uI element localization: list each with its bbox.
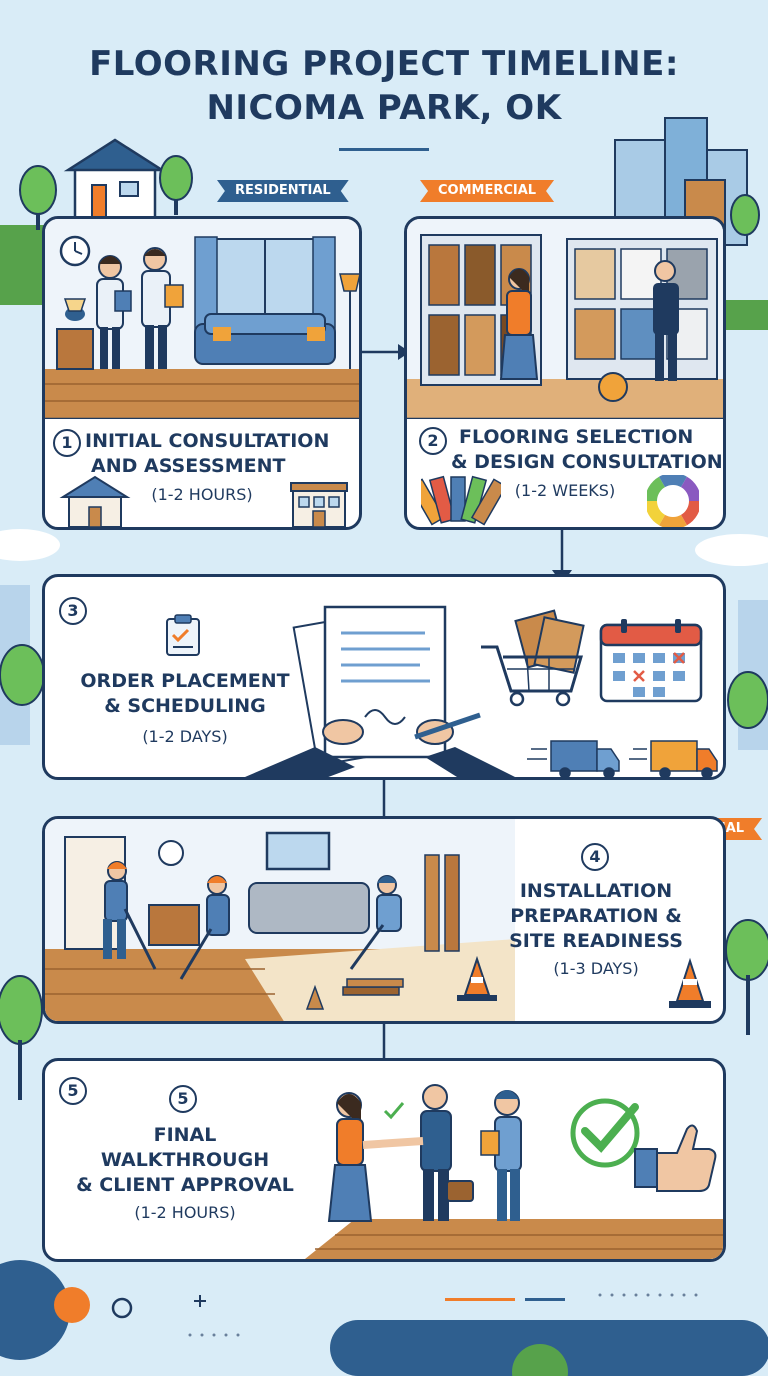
title-line-2: NICOMA PARK, OK bbox=[206, 88, 562, 128]
worker-figures bbox=[103, 861, 402, 980]
consultation-scene bbox=[45, 219, 359, 419]
step-3-title: ORDER PLACEMENT & SCHEDULING bbox=[80, 670, 290, 717]
step-1-number: 1 bbox=[53, 429, 81, 457]
step-5-number: 5 bbox=[59, 1077, 87, 1105]
checkmark-icon bbox=[570, 1098, 640, 1168]
commercial-ribbon: COMMERCIAL bbox=[420, 180, 555, 202]
step-2-number: 2 bbox=[419, 427, 447, 455]
step-1-card: 1 INITIAL CONSULTATION AND ASSESSMENT (1… bbox=[42, 216, 362, 530]
swatch-fan-icon bbox=[421, 475, 501, 526]
traffic-cone-icon bbox=[457, 955, 497, 1001]
step-5-title: FINAL WALKTHROUGH & CLIENT APPROVAL bbox=[76, 1124, 294, 1196]
house-icon bbox=[59, 475, 131, 527]
step-5-duration: (1-2 HOURS) bbox=[134, 1203, 236, 1222]
step-1-title: INITIAL CONSULTATION AND ASSESSMENT bbox=[85, 430, 330, 477]
storefront-icon bbox=[290, 482, 348, 527]
step-4-number: 4 bbox=[581, 843, 609, 871]
step-4-title: INSTALLATION PREPARATION & SITE READINES… bbox=[509, 880, 683, 952]
step-4-card: 4 INSTALLATION PREPARATION & SITE READIN… bbox=[42, 816, 726, 1024]
title-line-1: FLOORING PROJECT TIMELINE: bbox=[89, 44, 679, 84]
color-wheel-icon bbox=[647, 475, 699, 527]
step-2-title: FLOORING SELECTION & DESIGN CONSULTATION bbox=[451, 426, 723, 473]
calendar-icon bbox=[599, 619, 703, 703]
showroom-scene bbox=[407, 219, 723, 419]
shopping-cart-icon bbox=[481, 609, 585, 707]
step-3-duration: (1-2 DAYS) bbox=[142, 727, 228, 746]
tree-icon bbox=[19, 155, 193, 230]
step-3-number: 3 bbox=[59, 597, 87, 625]
page-title: FLOORING PROJECT TIMELINE: NICOMA PARK, … bbox=[0, 42, 768, 130]
approval-scene bbox=[305, 1084, 723, 1259]
installation-scene bbox=[45, 819, 515, 1021]
step-5-card: 5 5 FINAL WALKTHROUGH & CLIENT APPROVAL … bbox=[42, 1058, 726, 1262]
clock-icon bbox=[59, 235, 91, 267]
step-1-duration: (1-2 HOURS) bbox=[151, 485, 253, 504]
step-3-card: 3 ORDER PLACEMENT & SCHEDULING (1-2 DAYS… bbox=[42, 574, 726, 780]
step-2-duration: (1-2 WEEKS) bbox=[514, 481, 616, 500]
checklist-icon bbox=[166, 614, 200, 656]
consultant-figures bbox=[96, 247, 184, 369]
thumbs-up-icon bbox=[634, 1124, 717, 1192]
contract-icon bbox=[245, 605, 515, 777]
step-4-duration: (1-3 DAYS) bbox=[553, 959, 639, 978]
step-5-number-secondary: 5 bbox=[169, 1085, 197, 1113]
residential-ribbon: RESIDENTIAL bbox=[217, 180, 349, 202]
designer-figures bbox=[499, 260, 679, 381]
handshake-figures bbox=[327, 1084, 522, 1222]
delivery-truck-icon bbox=[527, 740, 718, 777]
title-divider bbox=[339, 148, 429, 151]
step-2-card: 2 FLOORING SELECTION & DESIGN CONSULTATI… bbox=[404, 216, 726, 530]
traffic-cone-icon bbox=[669, 957, 711, 1008]
